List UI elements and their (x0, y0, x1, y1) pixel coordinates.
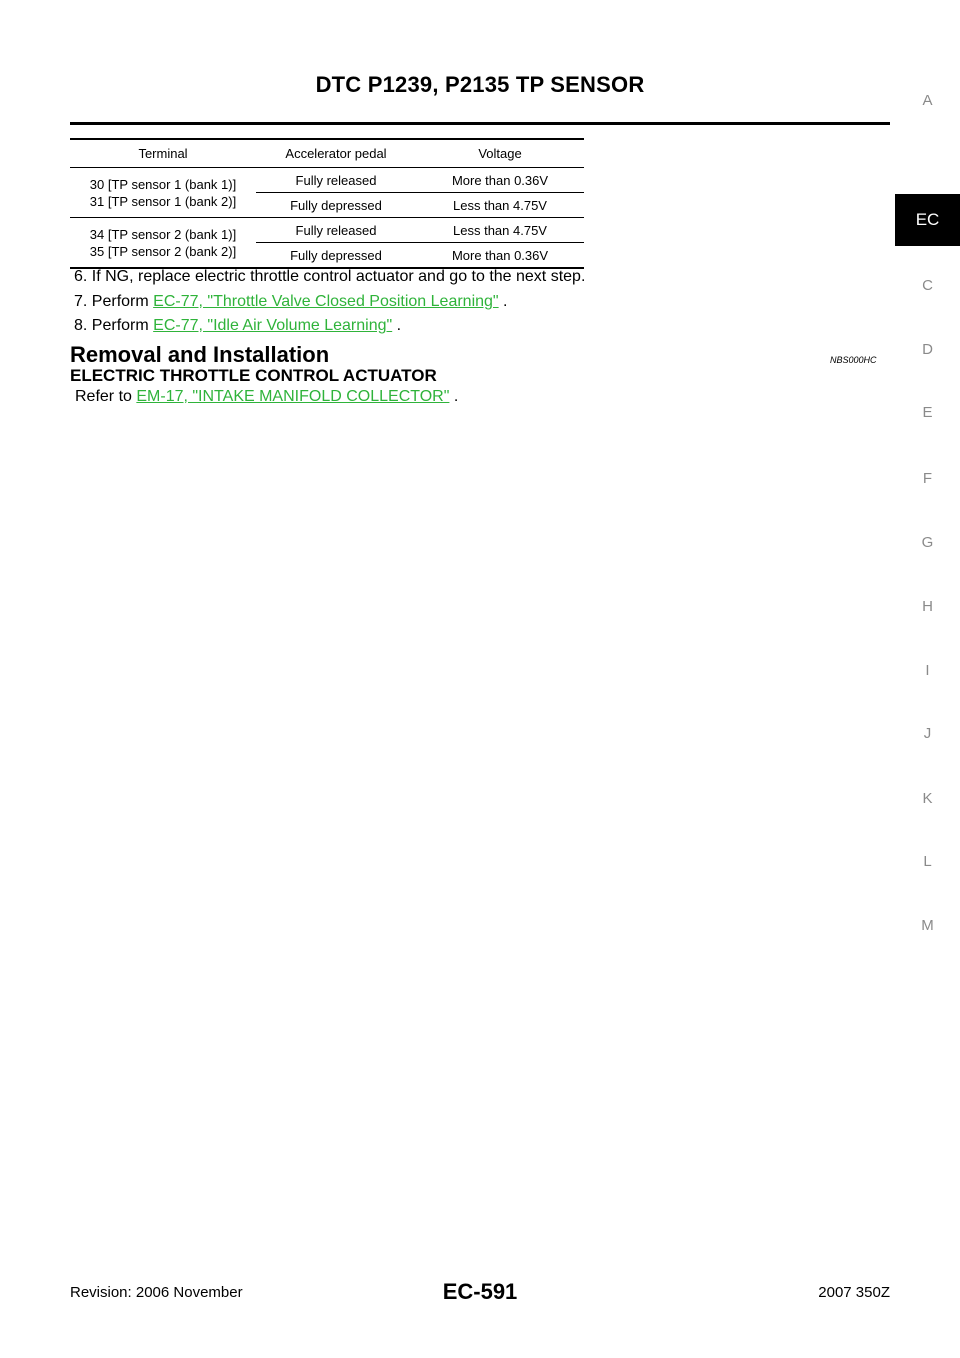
terminal-line: 34 [TP sensor 2 (bank 1)] (89, 226, 237, 242)
voltage-cell: Less than 4.75V (416, 217, 584, 243)
table-row: Fully depressed More than 0.36V (70, 242, 584, 269)
side-tab-f[interactable]: F (922, 470, 933, 487)
side-tab-c[interactable]: C (922, 277, 933, 294)
section-code: NBS000HC (830, 355, 877, 365)
footer-page-number: EC-591 (442, 1279, 518, 1304)
side-tab-d[interactable]: D (922, 341, 933, 358)
voltage-cell: More than 0.36V (416, 242, 584, 269)
side-tab-l[interactable]: L (923, 853, 932, 870)
side-tab-g[interactable]: G (921, 534, 934, 551)
terminal-line: 31 [TP sensor 1 (bank 2)] (89, 193, 237, 209)
voltage-cell: More than 0.36V (416, 167, 584, 193)
footer-revision: Revision: 2006 November (70, 1284, 243, 1301)
side-tab-j[interactable]: J (923, 725, 932, 742)
idle-air-volume-learning-link[interactable]: EC-77, "Idle Air Volume Learning" (153, 317, 393, 334)
header-voltage: Voltage (416, 138, 584, 168)
terminal-line: 35 [TP sensor 2 (bank 2)] (89, 243, 237, 259)
intake-manifold-collector-link[interactable]: EM-17, "INTAKE MANIFOLD COLLECTOR" (136, 388, 450, 405)
header-accelerator-pedal: Accelerator pedal (256, 138, 416, 168)
step-7-suffix: . (498, 293, 508, 310)
terminal-voltage-table: Terminal Accelerator pedal Voltage 30 [T… (70, 138, 584, 269)
table-header-row: Terminal Accelerator pedal Voltage (70, 138, 584, 168)
step-8: 8. Perform EC-77, "Idle Air Volume Learn… (74, 317, 401, 335)
side-tab-ec[interactable]: EC (895, 194, 960, 246)
step-8-prefix: 8. Perform (74, 317, 154, 334)
terminal-line: 30 [TP sensor 1 (bank 1)] (89, 176, 237, 192)
side-tab-m[interactable]: M (921, 917, 934, 934)
refer-text: Refer to EM-17, "INTAKE MANIFOLD COLLECT… (75, 388, 458, 406)
step-8-suffix: . (392, 317, 402, 334)
pedal-cell: Fully released (256, 217, 416, 243)
table-row: Fully depressed Less than 4.75V (70, 192, 584, 218)
voltage-cell: Less than 4.75V (416, 192, 584, 218)
step-6: 6. If NG, replace electric throttle cont… (74, 268, 586, 285)
pedal-cell: Fully released (256, 167, 416, 193)
footer-model: 2007 350Z (818, 1284, 890, 1301)
step-7-prefix: 7. Perform (74, 293, 154, 310)
side-tab-k[interactable]: K (922, 790, 933, 807)
step-7: 7. Perform EC-77, "Throttle Valve Closed… (74, 293, 508, 311)
terminal-cell: 34 [TP sensor 2 (bank 1)] 35 [TP sensor … (70, 217, 256, 269)
sub-heading: ELECTRIC THROTTLE CONTROL ACTUATOR (70, 366, 437, 385)
table-row: 30 [TP sensor 1 (bank 1)] 31 [TP sensor … (70, 167, 584, 218)
pedal-cell: Fully depressed (256, 192, 416, 218)
section-heading: Removal and Installation (70, 342, 330, 367)
side-tab-i[interactable]: I (925, 662, 930, 679)
refer-prefix: Refer to (75, 388, 137, 405)
header-terminal: Terminal (70, 138, 256, 168)
side-tab-h[interactable]: H (922, 598, 933, 615)
pedal-cell: Fully depressed (256, 242, 416, 269)
title-rule (70, 122, 890, 125)
table-row: 34 [TP sensor 2 (bank 1)] 35 [TP sensor … (70, 217, 584, 269)
side-tab-a[interactable]: A (922, 92, 933, 109)
throttle-valve-learning-link[interactable]: EC-77, "Throttle Valve Closed Position L… (153, 293, 499, 310)
terminal-cell: 30 [TP sensor 1 (bank 1)] 31 [TP sensor … (70, 167, 256, 218)
side-tab-e[interactable]: E (922, 404, 933, 421)
page-title: DTC P1239, P2135 TP SENSOR (315, 72, 645, 97)
refer-suffix: . (449, 388, 459, 405)
